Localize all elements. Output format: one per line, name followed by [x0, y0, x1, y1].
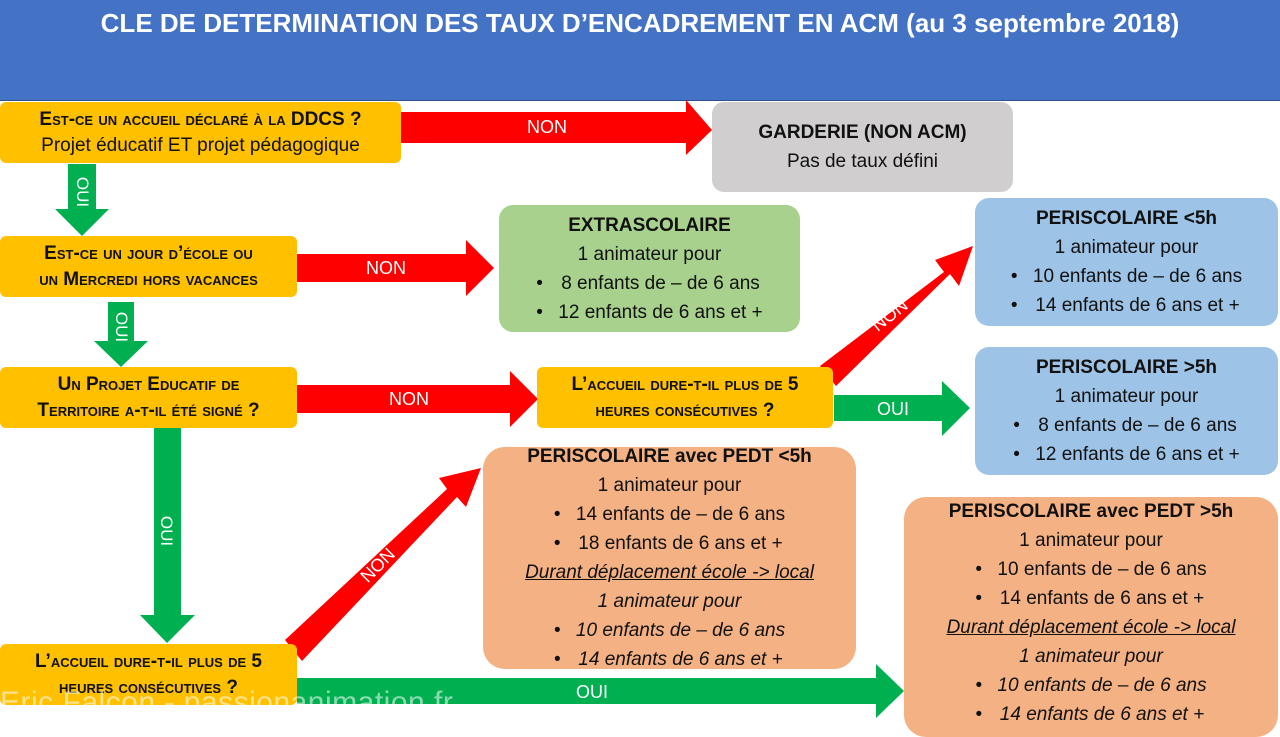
question-duration-1: L’accueil dure-t-il plus de 5 heures con…	[537, 367, 833, 428]
list-item: 12 enfants de 6 ans et +	[1013, 440, 1239, 469]
list-item: 8 enfants de – de 6 ans	[1013, 411, 1239, 440]
result-pedt-gt5-trip-list: 10 enfants de – de 6 ans 14 enfants de 6…	[975, 671, 1206, 729]
question-school-day-line2: un Mercredi hors vacances	[39, 268, 258, 290]
result-pedt-lt5: PERISCOLAIRE avec PEDT <5h 1 animateur p…	[483, 446, 856, 674]
arrow-oui-q4	[834, 381, 970, 436]
arrow-non-q2	[297, 240, 494, 296]
label-oui-3: OUI	[157, 515, 177, 547]
list-item: 14 enfants de 6 ans et +	[1011, 291, 1242, 320]
label-non-2: NON	[366, 258, 406, 278]
page-title: CLE DE DETERMINATION DES TAUX D’ENCADREM…	[100, 8, 1180, 38]
flow-arrows	[55, 100, 973, 718]
result-extrascolaire-list: 8 enfants de – de 6 ans 12 enfants de 6 …	[536, 269, 762, 327]
arrow-oui-q1	[55, 164, 109, 236]
result-peri-gt5-list: 8 enfants de – de 6 ans 12 enfants de 6 …	[1013, 411, 1239, 469]
list-item: 10 enfants de – de 6 ans	[975, 555, 1206, 584]
list-item: 12 enfants de 6 ans et +	[536, 298, 762, 327]
result-extrascolaire: EXTRASCOLAIRE 1 animateur pour 8 enfants…	[499, 205, 800, 332]
result-peri-lt5-intro: 1 animateur pour	[1054, 237, 1199, 258]
label-non-1: NON	[527, 117, 567, 137]
result-extrascolaire-intro: 1 animateur pour	[577, 243, 722, 265]
result-pedt-lt5-intro: 1 animateur pour	[597, 475, 742, 496]
result-periscolaire-lt5: PERISCOLAIRE <5h 1 animateur pour 10 enf…	[975, 198, 1278, 326]
watermark: Eric Falcon - passionanimation.fr	[0, 686, 454, 719]
question-pedt-line1: Un Projet Educatif de	[57, 373, 240, 395]
list-item: 18 enfants de 6 ans et +	[554, 529, 785, 558]
result-pedt-lt5-title: PERISCOLAIRE avec PEDT <5h	[527, 446, 812, 467]
question-ddcs-line1: Est-ce un accueil déclaré à la DDCS ?	[39, 108, 362, 130]
result-pedt-gt5-title: PERISCOLAIRE avec PEDT >5h	[948, 501, 1234, 522]
arrow-non-q5	[285, 468, 481, 661]
arrow-non-q4	[820, 246, 973, 386]
result-peri-gt5-intro: 1 animateur pour	[1054, 386, 1199, 407]
question-pedt: Un Projet Educatif de Territoire a-t-il …	[0, 367, 297, 428]
label-oui-5: OUI	[576, 682, 609, 702]
question-duration-1-line1: L’accueil dure-t-il plus de 5	[571, 373, 799, 395]
list-item: 14 enfants de 6 ans et +	[975, 584, 1206, 613]
result-garderie-title: GARDERIE (NON ACM)	[758, 122, 967, 143]
question-ddcs: Est-ce un accueil déclaré à la DDCS ? Pr…	[0, 102, 401, 163]
question-duration-2: L’accueil dure-t-il plus de 5 heures con…	[0, 644, 297, 705]
result-pedt-gt5-list: 10 enfants de – de 6 ans 14 enfants de 6…	[975, 555, 1206, 613]
question-school-day-line1: Est-ce un jour d’école ou	[44, 242, 253, 264]
question-ddcs-line2: Projet éducatif ET projet pédagogique	[41, 134, 360, 156]
arrow-oui-q5	[297, 664, 904, 718]
arrow-oui-q3	[140, 428, 195, 643]
label-oui-4: OUI	[877, 399, 910, 419]
result-pedt-gt5-trip-intro: 1 animateur pour	[1019, 646, 1163, 667]
result-pedt-lt5-trip-intro: 1 animateur pour	[597, 591, 742, 612]
question-duration-2-line2: heures consécutives ?	[59, 676, 238, 698]
question-pedt-line2: Territoire a-t-il été signé ?	[37, 399, 260, 421]
result-peri-lt5-title: PERISCOLAIRE <5h	[1035, 208, 1218, 229]
list-item: 10 enfants de – de 6 ans	[1011, 262, 1242, 291]
label-oui-2: OUI	[112, 311, 132, 343]
arrow-oui-q2	[94, 302, 148, 367]
result-periscolaire-gt5: PERISCOLAIRE >5h 1 animateur pour 8 enfa…	[975, 347, 1278, 475]
question-school-day: Est-ce un jour d’école ou un Mercredi ho…	[0, 236, 297, 297]
list-item: 8 enfants de – de 6 ans	[536, 269, 762, 298]
arrow-non-q1	[400, 100, 712, 155]
result-peri-lt5-list: 10 enfants de – de 6 ans 14 enfants de 6…	[1011, 262, 1242, 320]
list-item: 14 enfants de – de 6 ans	[554, 500, 785, 529]
list-item: 10 enfants de – de 6 ans	[975, 671, 1206, 700]
label-non-3: NON	[389, 389, 429, 409]
result-garderie-sub: Pas de taux défini	[786, 151, 939, 172]
list-item: 14 enfants de 6 ans et +	[975, 700, 1206, 729]
result-pedt-gt5-intro: 1 animateur pour	[1019, 530, 1163, 551]
label-oui-1: OUI	[73, 176, 93, 208]
list-item: 10 enfants de – de 6 ans	[554, 616, 785, 645]
header-bar: CLE DE DETERMINATION DES TAUX D’ENCADREM…	[0, 0, 1280, 101]
arrow-non-q3	[297, 371, 538, 427]
result-pedt-gt5: PERISCOLAIRE avec PEDT >5h 1 animateur p…	[904, 497, 1278, 737]
question-duration-1-line2: heures consécutives ?	[595, 399, 775, 421]
question-duration-2-line1: L’accueil dure-t-il plus de 5	[34, 650, 262, 672]
result-pedt-gt5-trip-title: Durant déplacement école -> local	[946, 617, 1236, 638]
result-pedt-lt5-list: 14 enfants de – de 6 ans 18 enfants de 6…	[554, 500, 785, 558]
result-pedt-lt5-trip-title: Durant déplacement école -> local	[525, 562, 814, 583]
list-item: 14 enfants de 6 ans et +	[554, 645, 785, 674]
result-peri-gt5-title: PERISCOLAIRE >5h	[1035, 357, 1218, 378]
result-pedt-lt5-trip-list: 10 enfants de – de 6 ans 14 enfants de 6…	[554, 616, 785, 674]
result-garderie: GARDERIE (NON ACM) Pas de taux défini	[712, 102, 1013, 192]
result-extrascolaire-title: EXTRASCOLAIRE	[568, 214, 731, 236]
